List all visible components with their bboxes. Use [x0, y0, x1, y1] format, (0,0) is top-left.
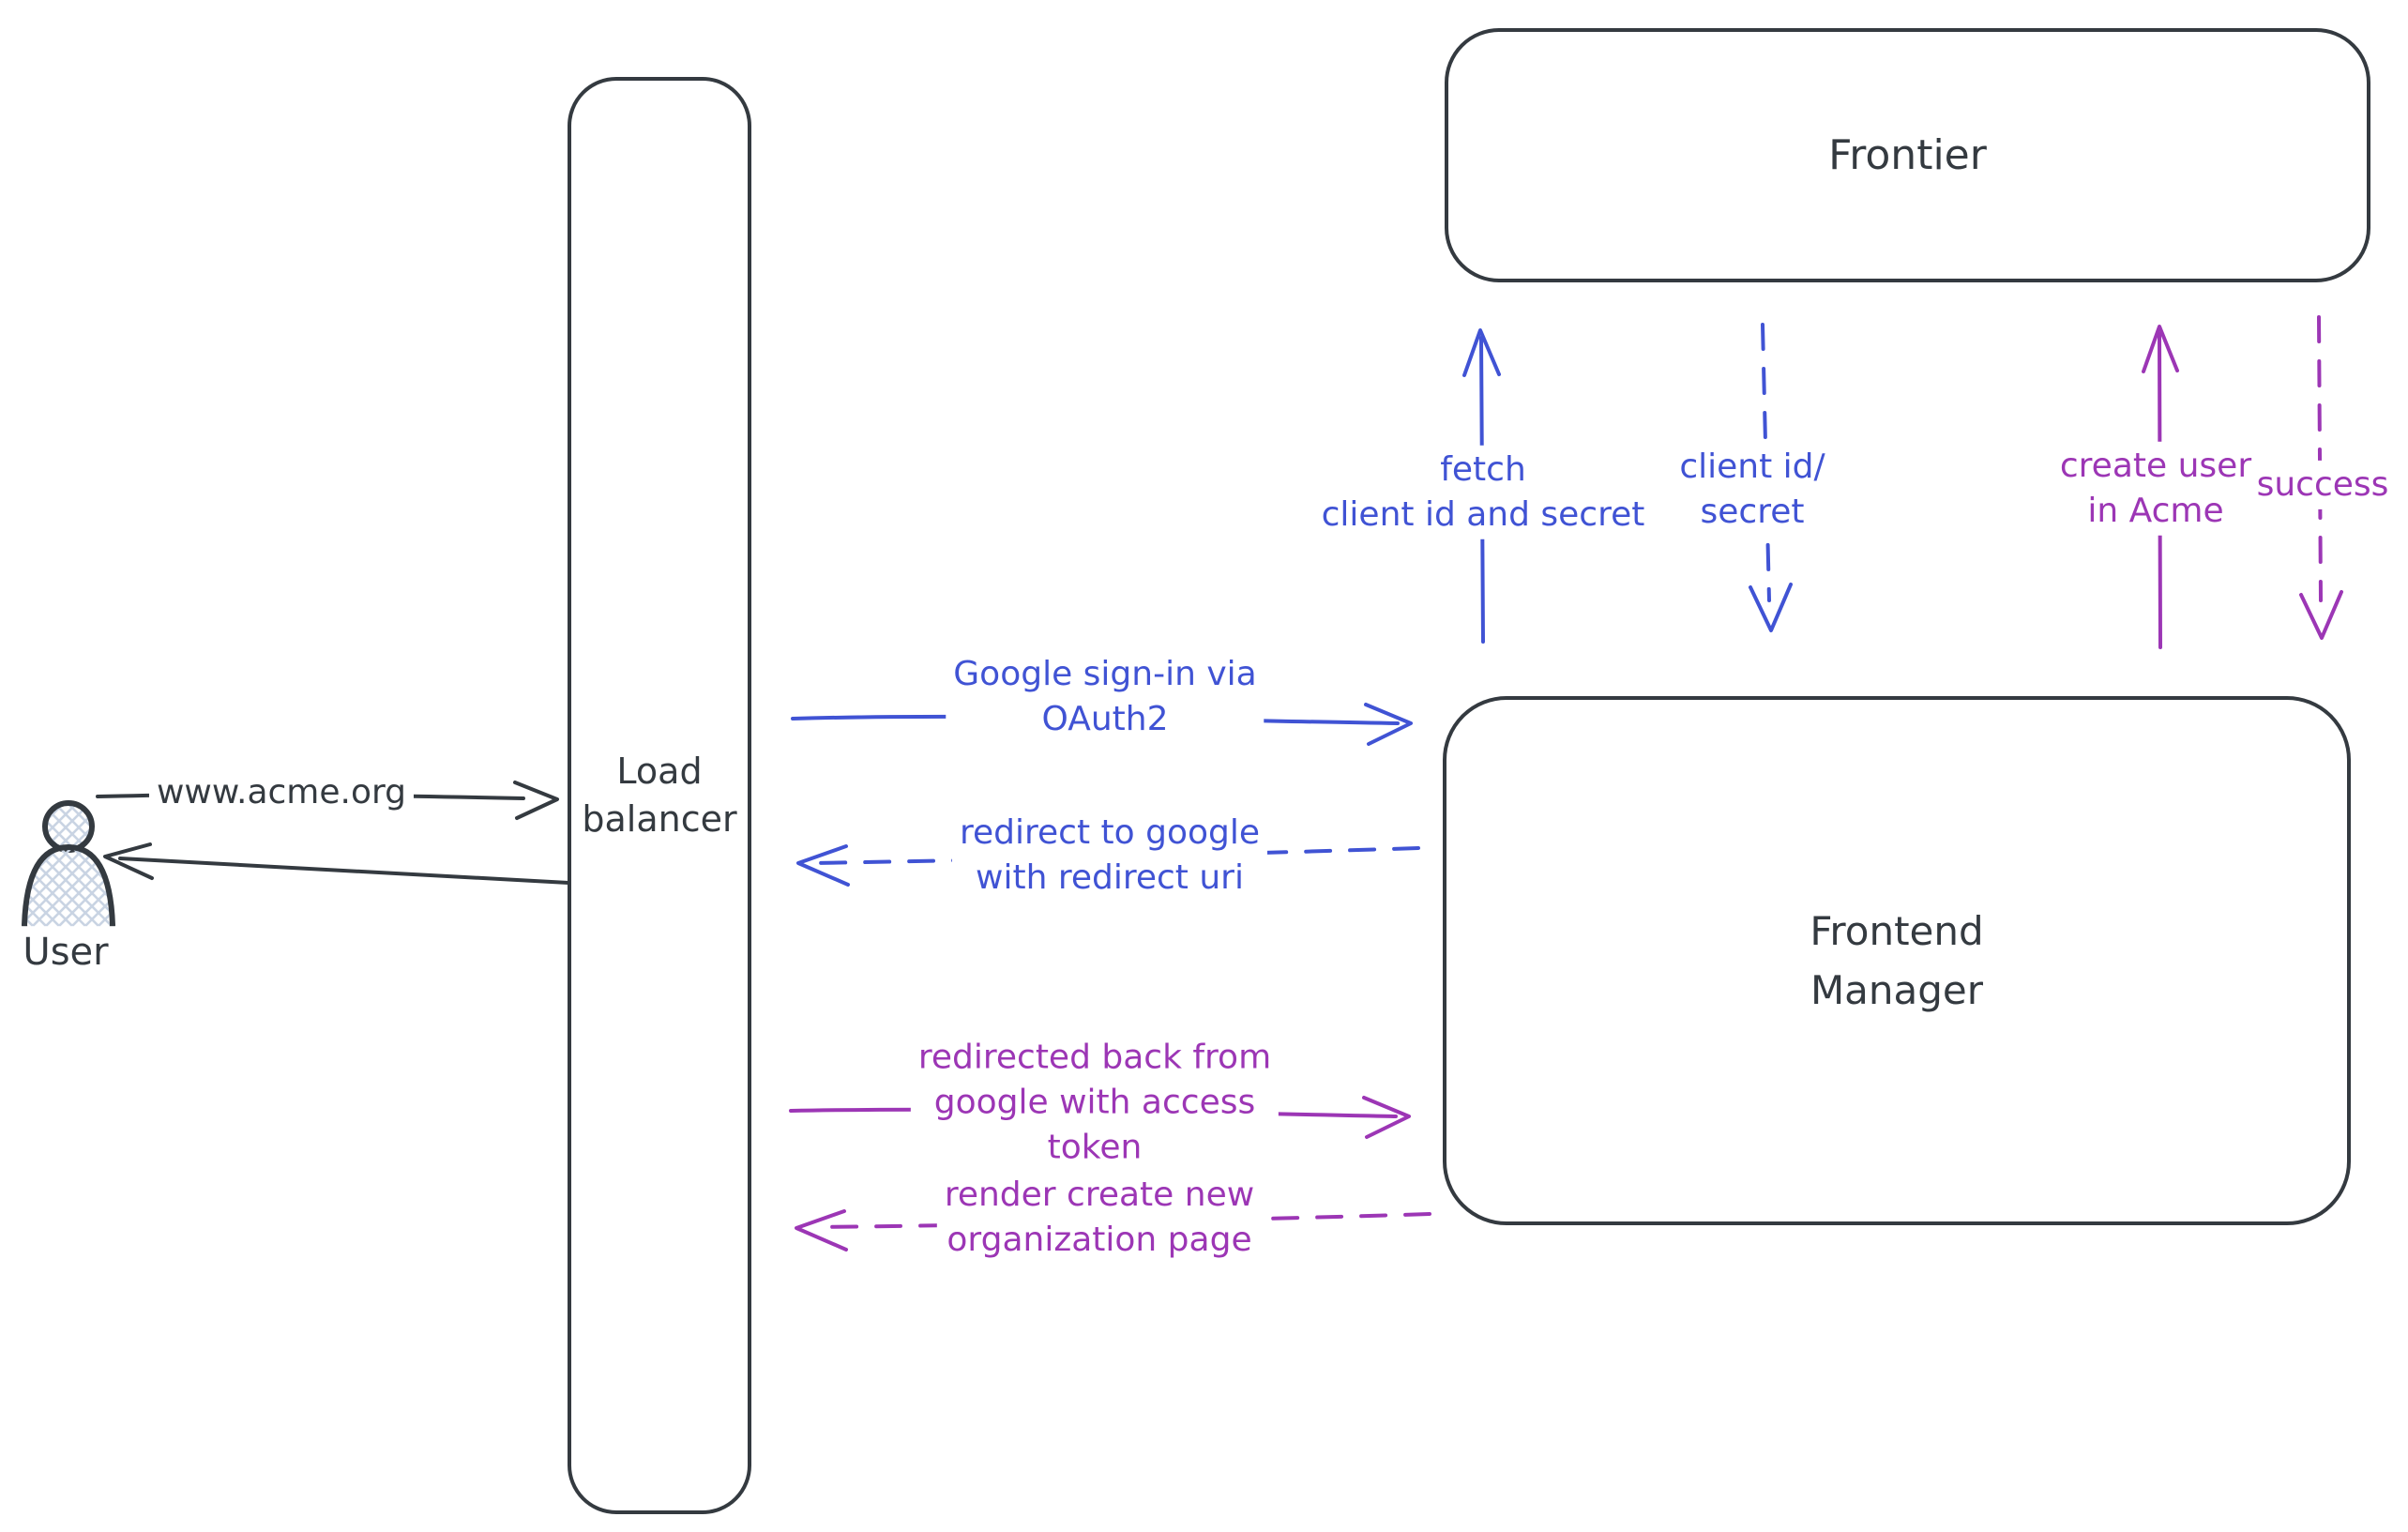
- edge-label-success: success: [2249, 460, 2397, 510]
- edge-label-create-user: create user in Acme: [2052, 441, 2260, 537]
- arrow-create-user-arrowhead: [2142, 325, 2179, 373]
- edge-label-render-page: render create new organization page: [936, 1170, 1263, 1266]
- edge-label-client-id-secret: client id/ secret: [1672, 442, 1833, 538]
- arrow-response: [118, 857, 570, 885]
- user-icon-body: [21, 843, 116, 934]
- arrow-www-arrowhead: [513, 781, 559, 820]
- arrow-google-signin-arrowhead: [1364, 703, 1413, 746]
- node-frontend-manager: Frontend Manager: [1443, 696, 2351, 1225]
- user-icon: [21, 800, 116, 934]
- edge-label-fetch-client-id: fetch client id and secret: [1313, 445, 1653, 540]
- edge-label-www: www.acme.org: [148, 767, 415, 818]
- edge-label-google-signin: Google sign-in via OAuth2: [946, 649, 1265, 745]
- user-label: User: [15, 926, 116, 980]
- user-icon-head: [42, 800, 95, 853]
- arrow-render-page-arrowhead: [795, 1209, 848, 1251]
- node-frontend-manager-label: Frontend Manager: [1810, 908, 1984, 1013]
- edge-label-redirected-back: redirected back from google with access …: [910, 1033, 1280, 1174]
- arrow-fetch-client-id-arrowhead: [1462, 328, 1501, 377]
- arrow-client-id-secret-arrowhead: [1749, 583, 1793, 632]
- arrow-success: [2317, 315, 2323, 602]
- node-frontier-label: Frontier: [1828, 131, 1987, 179]
- node-load-balancer-label: Load balancer: [582, 750, 737, 840]
- arrow-render-page: [814, 1212, 1431, 1229]
- arrow-redirected-back-arrowhead: [1362, 1096, 1411, 1139]
- arrow-success-arrowhead: [2299, 590, 2343, 640]
- arrow-redirect-to-google-arrowhead: [796, 844, 850, 887]
- node-load-balancer: Load balancer: [568, 77, 751, 1514]
- arrow-response-arrowhead: [103, 842, 154, 880]
- edge-label-redirect-to-google: redirect to google with redirect uri: [951, 808, 1268, 903]
- node-frontier: Frontier: [1445, 28, 2370, 282]
